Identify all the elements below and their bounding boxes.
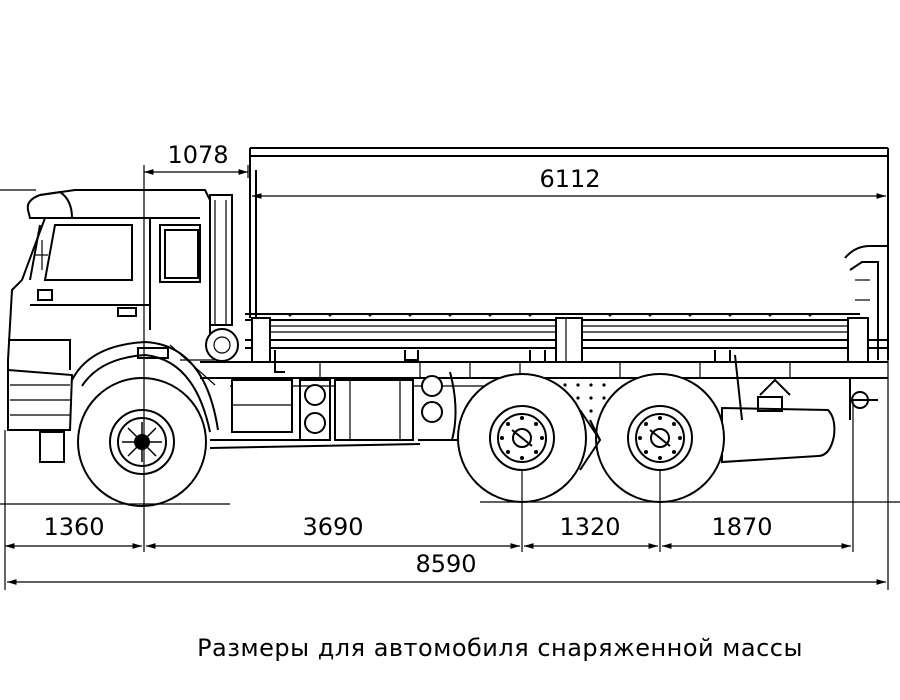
truck-side-view: [7, 147, 889, 507]
rivet-row: [288, 313, 812, 317]
dim-wheelbase-front: 3690: [302, 513, 363, 541]
dim-overall-length: 8590: [415, 550, 476, 578]
dim-front-overhang: 1360: [43, 513, 104, 541]
middle-rear-wheel: [457, 373, 587, 503]
dimension-lines: 1078 6112 1360 3690 1320 1870 8590: [0, 141, 900, 590]
dim-rear-overhang: 1870: [711, 513, 772, 541]
front-wheel: [77, 377, 207, 507]
chassis-equipment: [209, 371, 460, 449]
cargo-platform: [245, 147, 889, 373]
dim-body-length: 6112: [539, 165, 600, 193]
rear-rear-wheel: [595, 373, 725, 503]
truck-cab: [7, 189, 239, 463]
drawing-caption: Размеры для автомобиля снаряженной массы: [197, 634, 803, 662]
dim-cab-to-body: 1078: [167, 141, 228, 169]
dim-wheelbase-rear: 1320: [559, 513, 620, 541]
